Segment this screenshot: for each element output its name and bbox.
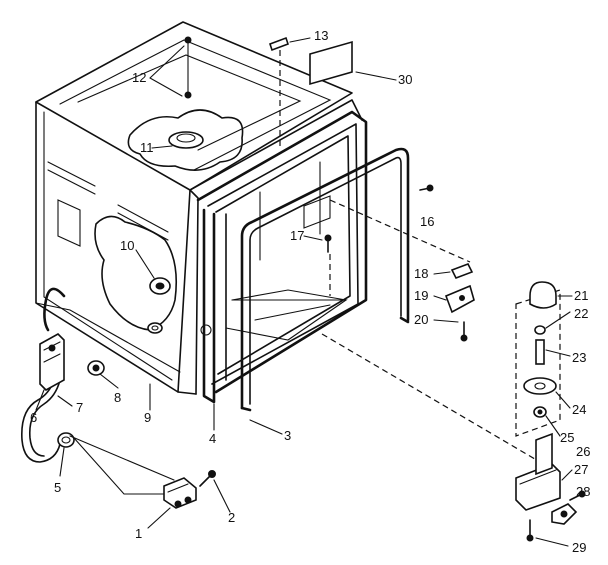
callout-26: 26 bbox=[576, 444, 590, 459]
top-insulation-pad bbox=[127, 109, 244, 171]
screw-28 bbox=[569, 490, 586, 501]
callout-17: 17 bbox=[290, 228, 304, 243]
screw-16 bbox=[419, 184, 434, 192]
roller-27 bbox=[551, 503, 578, 525]
tub-body bbox=[35, 21, 363, 395]
leader-lines bbox=[35, 37, 573, 547]
callout-25: 25 bbox=[560, 430, 574, 445]
callout-6: 6 bbox=[30, 410, 37, 425]
shaft-23 bbox=[535, 339, 545, 365]
callout-12: 12 bbox=[132, 70, 146, 85]
grommet bbox=[87, 360, 105, 376]
callout-1: 1 bbox=[135, 526, 142, 541]
callout-5: 5 bbox=[54, 480, 61, 495]
side-seal bbox=[202, 208, 227, 404]
bracket-19 bbox=[444, 284, 475, 314]
projection-line bbox=[321, 333, 541, 463]
door-gasket bbox=[240, 147, 410, 412]
hose-bracket-leaders bbox=[69, 435, 175, 495]
clip-18 bbox=[450, 262, 474, 280]
side-grommet-10 bbox=[149, 277, 171, 295]
callout-3: 3 bbox=[284, 428, 291, 443]
callout-9: 9 bbox=[144, 410, 151, 425]
callout-16: 16 bbox=[420, 214, 434, 229]
door-opening-frame bbox=[196, 110, 368, 394]
screw-29 bbox=[526, 519, 534, 542]
side-grommet-low bbox=[147, 322, 163, 334]
top-fastener-line bbox=[184, 36, 192, 99]
callout-labels: 1 2 3 4 5 6 7 8 9 10 11 12 13 16 17 18 1… bbox=[30, 28, 590, 555]
cap-21 bbox=[529, 281, 557, 309]
washer-22 bbox=[534, 325, 546, 335]
callout-29: 29 bbox=[572, 540, 586, 555]
fill-valve bbox=[39, 333, 65, 391]
spring-25 bbox=[533, 406, 547, 418]
callout-11: 11 bbox=[140, 140, 154, 155]
callout-23: 23 bbox=[572, 350, 586, 365]
washer-24 bbox=[523, 377, 557, 395]
callout-28: 28 bbox=[576, 484, 590, 499]
callout-4: 4 bbox=[209, 431, 216, 446]
assembly-line-a bbox=[329, 199, 471, 263]
pin-13 bbox=[268, 36, 290, 150]
callout-2: 2 bbox=[228, 510, 235, 525]
callout-8: 8 bbox=[114, 390, 121, 405]
hinge-bracket-26 bbox=[515, 432, 561, 511]
callout-10: 10 bbox=[120, 238, 134, 253]
callout-13: 13 bbox=[314, 28, 328, 43]
callout-27: 27 bbox=[574, 462, 588, 477]
rating-label bbox=[309, 40, 353, 86]
callout-7: 7 bbox=[76, 400, 83, 415]
bracket bbox=[163, 477, 197, 509]
callout-19: 19 bbox=[414, 288, 428, 303]
screw-20 bbox=[460, 321, 468, 342]
callout-21: 21 bbox=[574, 288, 588, 303]
callout-18: 18 bbox=[414, 266, 428, 281]
screw-17 bbox=[324, 234, 332, 253]
callout-30: 30 bbox=[398, 72, 412, 87]
fill-hose bbox=[21, 287, 66, 463]
callout-22: 22 bbox=[574, 306, 588, 321]
screw-2 bbox=[199, 470, 216, 487]
callout-20: 20 bbox=[414, 312, 428, 327]
hose-clamp bbox=[57, 432, 75, 448]
callout-24: 24 bbox=[572, 402, 586, 417]
